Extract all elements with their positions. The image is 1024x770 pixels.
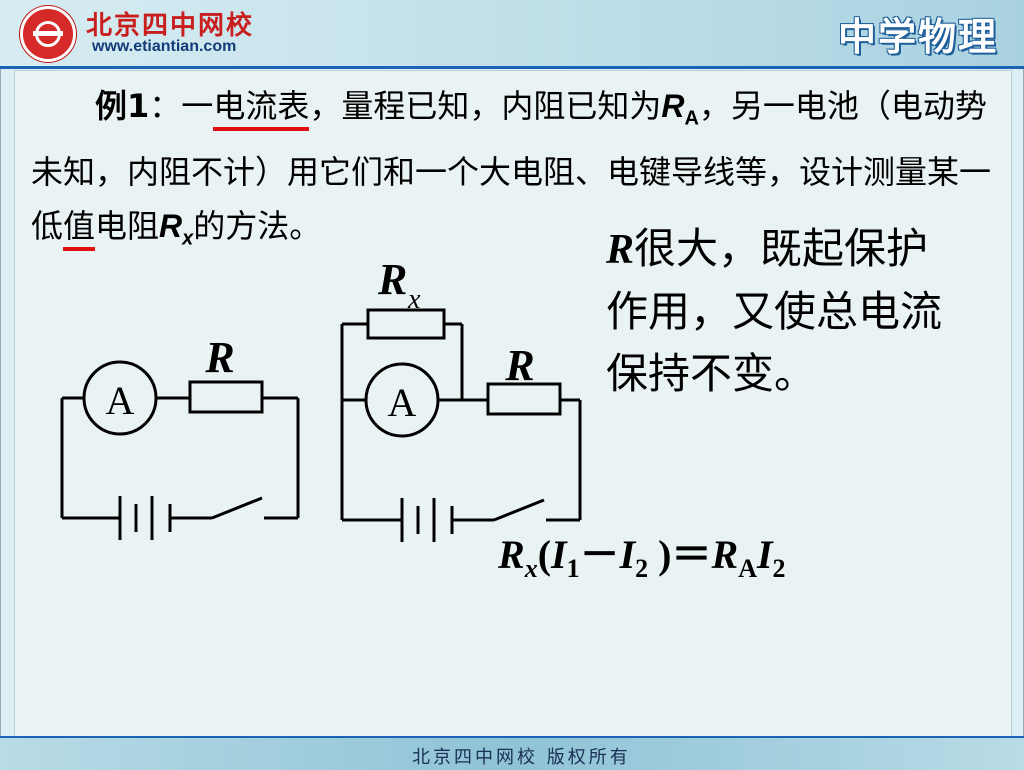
- explanation-note: R很大，既起保护作用，又使总电流保持不变。: [606, 218, 966, 405]
- logo-bar-icon: [33, 31, 63, 36]
- left-ammeter-label: A: [106, 378, 135, 423]
- school-logo: [20, 6, 76, 62]
- eq-ra: R: [711, 532, 739, 577]
- note-r-symbol: R: [606, 227, 635, 273]
- left-switch-icon: [211, 496, 263, 520]
- eq-i2-sub: 2: [635, 554, 649, 583]
- problem-colon: ：: [149, 87, 182, 125]
- rx-subscript: x: [182, 227, 194, 250]
- slide-footer: 北京四中网校 版权所有: [0, 736, 1024, 770]
- left-resistor-icon: [188, 380, 264, 414]
- eq-i1-sub: 1: [566, 554, 580, 583]
- problem-text-4: 电阻: [95, 207, 160, 246]
- rx-label-subscript: x: [407, 284, 421, 315]
- eq-ra-sub: A: [738, 554, 757, 583]
- left-ammeter-icon: [82, 360, 158, 436]
- right-resistor-label: R: [504, 341, 534, 390]
- eq-i1: I: [551, 532, 567, 577]
- problem-text-5: 的方法。: [193, 207, 322, 246]
- left-circuit: [60, 360, 300, 540]
- eq-open-paren: (: [537, 532, 552, 577]
- subject-title: 中学物理: [837, 15, 998, 59]
- right-ammeter-label: A: [388, 380, 417, 425]
- slide-content: 例1：一电流表，量程已知，内阻已知为RA，另一电池（电动势未知，内阻不计）用它们…: [14, 70, 1012, 738]
- problem-text-1: 一: [181, 87, 214, 125]
- problem-text-2: ，量程已知，内阻已知为: [309, 87, 662, 125]
- problem-statement: 例1：一电流表，量程已知，内阻已知为RA，另一电池（电动势未知，内阻不计）用它们…: [31, 79, 1001, 266]
- eq-i2: I: [619, 532, 636, 577]
- eq-i2b: I: [756, 532, 773, 577]
- right-ammeter-icon: [364, 362, 440, 438]
- underlined-ammeter: 电流表: [213, 87, 310, 131]
- eq-rx: R: [498, 532, 525, 577]
- eq-minus: －: [579, 532, 620, 577]
- ra-symbol: R: [661, 88, 685, 124]
- brand-url: www.etiantian.com: [92, 38, 237, 55]
- right-switch-icon: [493, 498, 545, 522]
- underlined-value: 值: [63, 207, 96, 252]
- eq-close-equals: )＝: [648, 532, 712, 577]
- note-text: 很大，既起保护作用，又使总电流保持不变。: [606, 224, 943, 398]
- eq-i2b-sub: 2: [772, 554, 786, 583]
- eq-rx-sub: x: [524, 554, 538, 583]
- copyright-text: 北京四中网校 版权所有: [412, 747, 631, 768]
- right-circuit: [340, 308, 582, 542]
- brand-name: 北京四中网校: [86, 11, 255, 41]
- right-resistor-icon: [486, 382, 562, 416]
- slide-header: 北京四中网校 www.etiantian.com 中学物理: [0, 0, 1024, 69]
- ra-subscript: A: [684, 107, 699, 130]
- left-resistor-label: R: [204, 333, 234, 382]
- rx-symbol: R: [159, 208, 183, 245]
- result-equation: Rx(I1－I2 )＝RAI2: [498, 522, 908, 584]
- problem-text-3: ，另一电池（电动势未知，内阻不计）用它们和一个大电阻、电键导线等，设计测量某一低: [31, 87, 992, 246]
- example-label: 例1: [95, 87, 150, 125]
- right-rx-resistor-icon: [366, 308, 446, 340]
- rx-label-symbol: R: [377, 255, 407, 304]
